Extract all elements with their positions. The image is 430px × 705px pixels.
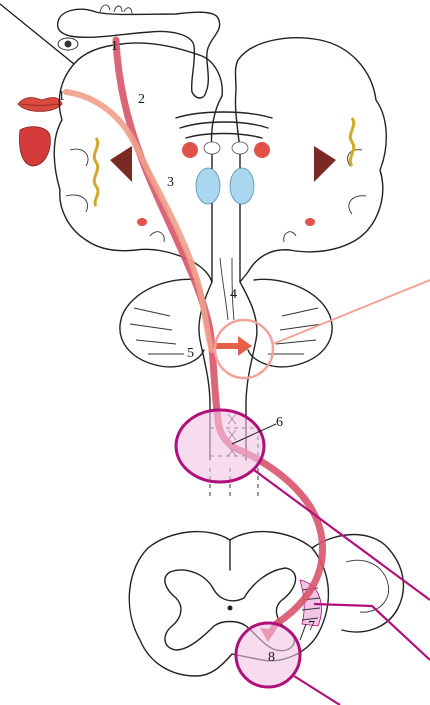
cerebrum-outline xyxy=(54,38,386,282)
label-5: 5 xyxy=(187,346,194,361)
eye-icon xyxy=(58,38,78,50)
tongue-icon xyxy=(20,127,51,166)
lateral-tract-callout-line xyxy=(314,604,430,660)
label-8: 8 xyxy=(268,650,275,665)
corticospinal-tract xyxy=(66,40,323,642)
label-2: 2 xyxy=(138,92,145,107)
decussation-highlight-ellipse xyxy=(176,410,264,482)
lips-icon xyxy=(18,98,62,112)
label-7: 7 xyxy=(308,619,315,634)
decussation-callout-line xyxy=(254,470,430,600)
label-4: 4 xyxy=(230,287,237,302)
pons-callout-line xyxy=(273,280,430,344)
label-6: 6 xyxy=(276,415,283,430)
label-3: 3 xyxy=(167,175,174,190)
anterior-horn-callout-line xyxy=(294,676,340,705)
label-1-left: 1 xyxy=(58,89,65,104)
homunculus xyxy=(58,5,220,98)
cerebellum-right xyxy=(248,279,332,367)
label-1-top: 1 xyxy=(111,39,118,54)
label-7-leader xyxy=(300,624,306,640)
ventricles xyxy=(182,142,270,204)
small-nuclei xyxy=(137,218,315,242)
